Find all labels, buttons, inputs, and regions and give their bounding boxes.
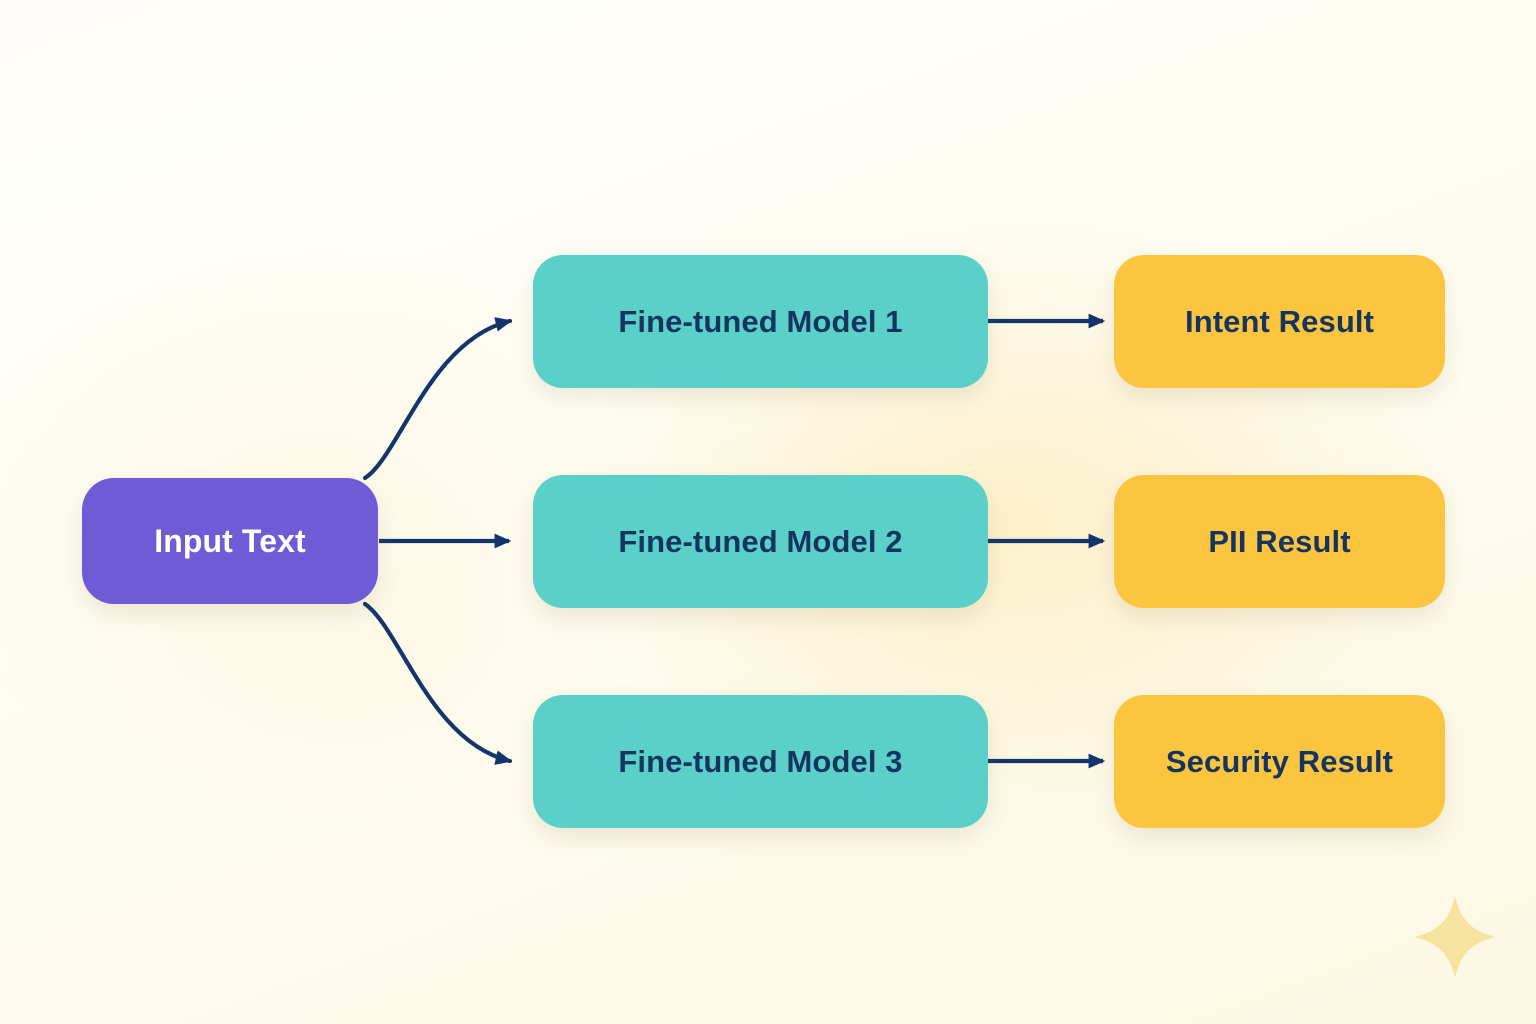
node-pii-result[interactable]: PII Result: [1114, 475, 1445, 608]
node-input-text[interactable]: Input Text: [82, 478, 378, 604]
node-fine-tuned-model-3-label: Fine-tuned Model 3: [618, 743, 903, 779]
node-input-text-label: Input Text: [154, 522, 306, 559]
node-fine-tuned-model-2[interactable]: Fine-tuned Model 2: [533, 475, 988, 608]
node-fine-tuned-model-1-label: Fine-tuned Model 1: [618, 303, 903, 339]
node-fine-tuned-model-2-label: Fine-tuned Model 2: [618, 523, 903, 559]
node-fine-tuned-model-1[interactable]: Fine-tuned Model 1: [533, 255, 988, 388]
edge-input-to-model-3: [362, 601, 513, 765]
edge-input-to-model-1: [362, 317, 513, 481]
sparkle-icon: [1413, 895, 1497, 979]
node-intent-result-label: Intent Result: [1184, 303, 1375, 339]
node-fine-tuned-model-3[interactable]: Fine-tuned Model 3: [533, 695, 988, 828]
node-pii-result-label: PII Result: [1208, 523, 1351, 559]
node-intent-result[interactable]: Intent Result: [1114, 255, 1445, 388]
node-security-result-label: Security Result: [1165, 743, 1394, 779]
node-security-result[interactable]: Security Result: [1114, 695, 1445, 828]
